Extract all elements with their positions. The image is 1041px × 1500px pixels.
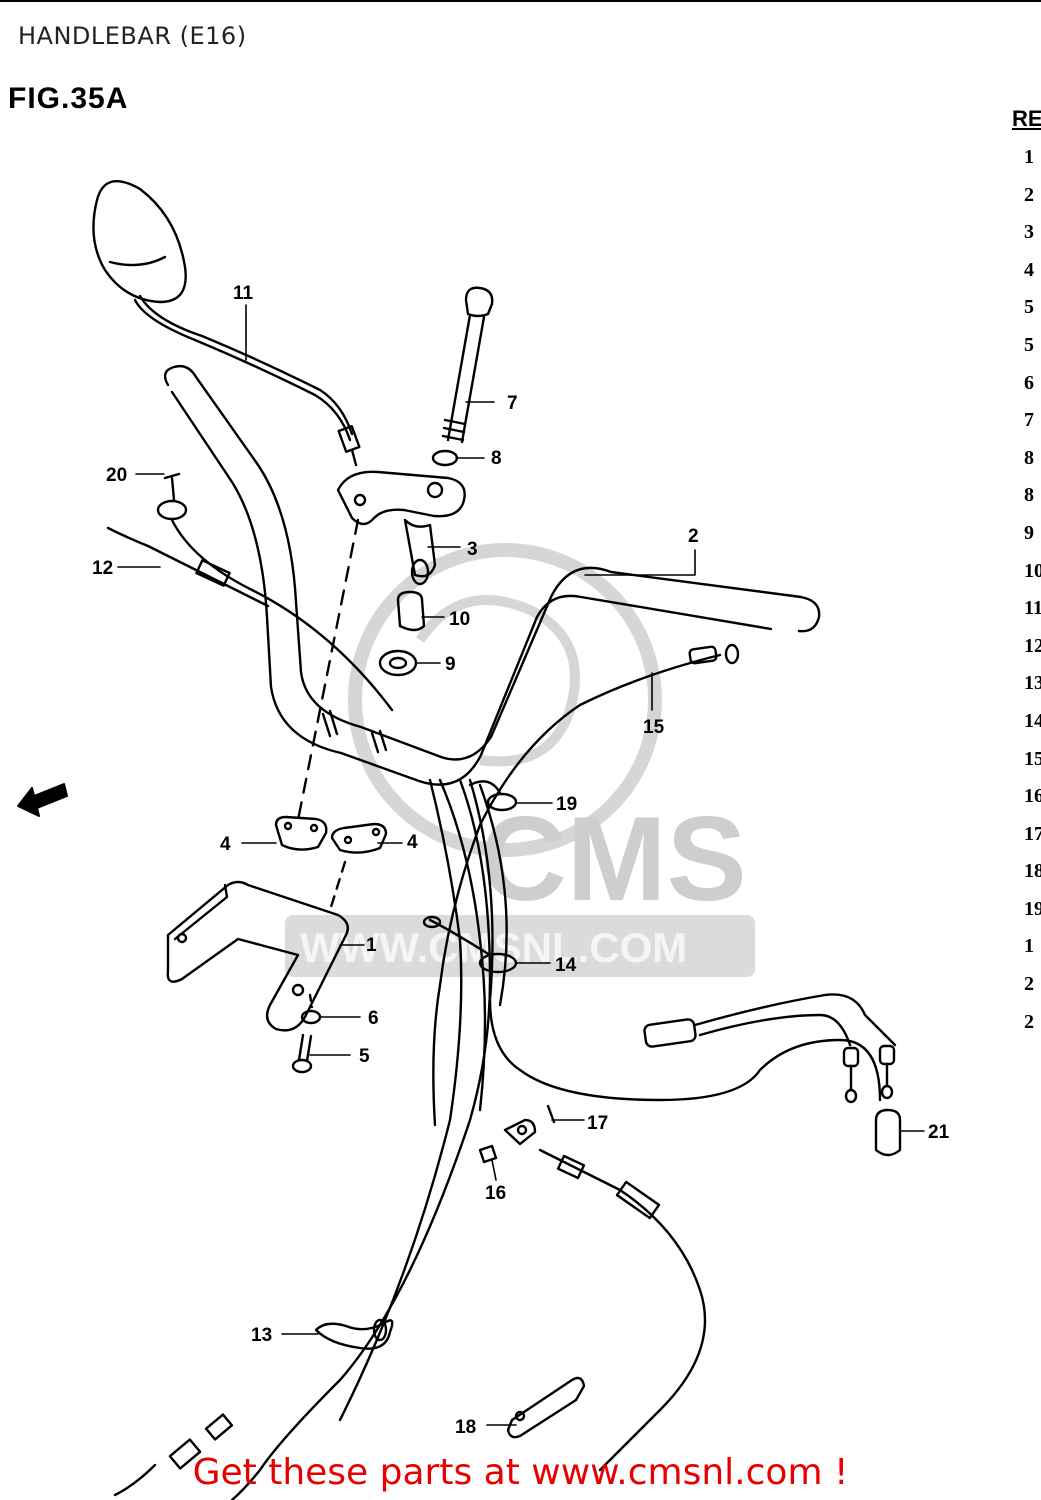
leader-lines — [117, 304, 925, 1426]
cable-part-12-20 — [106, 472, 394, 712]
part-label-9: 9 — [445, 654, 456, 675]
part-label-3: 3 — [467, 539, 478, 560]
part-label-4-left: 4 — [220, 834, 231, 855]
part-label-18: 18 — [455, 1417, 476, 1438]
part-label-4-right: 4 — [407, 832, 418, 853]
ref-number: 16 — [1024, 785, 1041, 808]
part-label-15: 15 — [643, 717, 665, 738]
ref-number: 5 — [1024, 296, 1034, 319]
clamp-part-13 — [314, 1318, 394, 1350]
ref-number: 1 — [1024, 935, 1034, 958]
ref-number: 2 — [1024, 973, 1034, 996]
cta-link-text[interactable]: Get these parts at www.cmsnl.com ! — [192, 1452, 849, 1493]
ref-number: 7 — [1024, 409, 1034, 432]
adjuster-part-16-17 — [478, 1104, 707, 1472]
ref-number: 15 — [1024, 747, 1041, 770]
bracket-part-1 — [166, 880, 349, 1032]
figure-label: FIG.35A — [8, 82, 129, 115]
ref-column-header: RE — [1012, 106, 1041, 131]
clamp-part-18 — [506, 1376, 586, 1439]
ref-number: 13 — [1024, 672, 1041, 695]
part-label-1: 1 — [366, 935, 377, 956]
part-label-16: 16 — [485, 1183, 506, 1204]
part-label-12: 12 — [92, 558, 113, 579]
cable-end-part-21 — [643, 993, 902, 1157]
washer-part-9 — [378, 649, 418, 677]
part-label-13: 13 — [251, 1325, 272, 1346]
top-rule — [0, 0, 1041, 2]
lower-holder-part-4-left — [274, 815, 328, 851]
ref-number: 8 — [1024, 446, 1034, 469]
ref-number: 6 — [1024, 371, 1034, 394]
part-label-10: 10 — [449, 609, 470, 630]
ref-number: 1 — [1024, 146, 1034, 168]
part-label-17: 17 — [587, 1113, 608, 1134]
washer-part-8 — [431, 449, 459, 467]
ref-number: 8 — [1024, 484, 1034, 507]
ref-number: 18 — [1024, 860, 1041, 883]
handlebar-part-2 — [163, 364, 821, 786]
part-label-2: 2 — [688, 526, 699, 547]
mirror-part-11 — [92, 179, 361, 467]
cable-bundle — [230, 778, 882, 1500]
ref-number: 10 — [1024, 559, 1041, 582]
part-label-14: 14 — [555, 955, 577, 976]
holder-part-3 — [336, 470, 466, 586]
ref-number: 2 — [1024, 1010, 1034, 1033]
ref-number: 4 — [1024, 258, 1034, 281]
front-direction-arrow — [17, 783, 68, 817]
bolt-part-7 — [441, 286, 494, 444]
part-label-21: 21 — [928, 1122, 950, 1143]
cushion-part-10 — [396, 590, 426, 632]
ref-number: 3 — [1024, 221, 1034, 244]
part-label-5: 5 — [359, 1046, 370, 1067]
ref-number: 5 — [1024, 333, 1034, 356]
watermark-text-main: CMS — [480, 792, 747, 926]
ref-number: 14 — [1024, 709, 1041, 732]
part-labels: 11 7 8 20 2 3 12 10 9 15 19 4 4 1 14 6 5… — [92, 283, 950, 1438]
ref-number: 9 — [1024, 521, 1034, 544]
ref-number: 2 — [1024, 183, 1034, 206]
ref-number: 12 — [1024, 634, 1041, 657]
lower-holder-part-4-right — [330, 822, 388, 854]
lower-cable-ends — [113, 1413, 234, 1497]
page-title: HANDLEBAR (E16) — [18, 22, 247, 50]
part-label-19: 19 — [556, 794, 577, 815]
ref-number: 11 — [1024, 597, 1041, 620]
ref-number: 19 — [1024, 897, 1041, 920]
ref-number: 17 — [1024, 822, 1041, 845]
part-label-11: 11 — [233, 283, 254, 304]
part-label-20: 20 — [106, 465, 127, 486]
part-label-8: 8 — [491, 448, 502, 469]
part-label-6: 6 — [368, 1008, 379, 1029]
part-label-7: 7 — [507, 393, 518, 414]
clamp-part-19 — [486, 792, 518, 812]
bolt-part-5 — [291, 1033, 313, 1074]
